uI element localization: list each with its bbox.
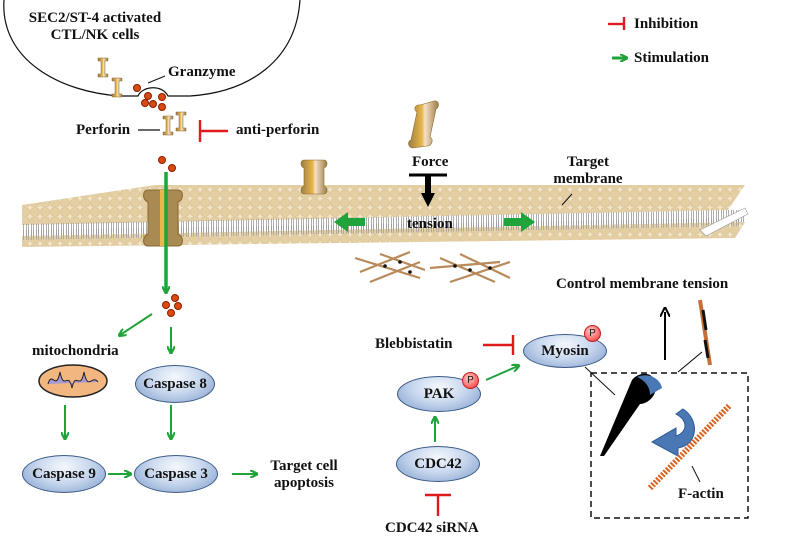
mitochondria-label: mitochondria bbox=[32, 343, 119, 359]
legend-inhibition-symbol bbox=[608, 17, 626, 30]
perforin-pore-small bbox=[300, 159, 328, 195]
anti-perforin-label: anti-perforin bbox=[236, 122, 320, 138]
cdc42-sirna-label: CDC42 siRNA bbox=[385, 520, 479, 536]
perforin-molecules bbox=[97, 57, 187, 136]
legend-inhibition-label: Inhibition bbox=[634, 16, 699, 32]
cdc42-node: CDC42 bbox=[396, 446, 480, 482]
power-stroke-arrow bbox=[650, 408, 695, 457]
granzyme-granules bbox=[133, 84, 166, 111]
apoptosis-outcome: Target cell apoptosis bbox=[262, 458, 346, 492]
mitochondria-icon bbox=[38, 364, 108, 398]
myosin-actin-inset bbox=[590, 372, 749, 519]
tension-arrow-right bbox=[504, 212, 535, 232]
granzyme-label: Granzyme bbox=[168, 64, 236, 80]
myosin-head-icon bbox=[600, 373, 656, 456]
actin-filament-small bbox=[698, 299, 712, 366]
myosin-phospho-badge: P bbox=[584, 325, 601, 342]
arrow-to-mitochondria bbox=[120, 313, 153, 335]
target-membrane-label-line1: Target bbox=[567, 154, 609, 170]
tension-label: tension bbox=[407, 216, 453, 232]
effector-cell-title-line1: SEC2/ST-4 activated bbox=[28, 10, 162, 26]
actin-meshwork bbox=[354, 250, 511, 284]
apoptosis-outcome-line2: apoptosis bbox=[273, 475, 335, 491]
effector-cell-title: SEC2/ST-4 activated CTL/NK cells bbox=[10, 10, 180, 44]
caspase8-node: Caspase 8 bbox=[135, 365, 215, 403]
caspase3-node: Caspase 3 bbox=[134, 455, 218, 493]
f-actin-filament bbox=[647, 402, 733, 491]
pak-node: PAK bbox=[397, 376, 481, 412]
anti-perforin-inhibition bbox=[198, 120, 228, 142]
apoptosis-outcome-line1: Target cell bbox=[270, 458, 338, 474]
force-label: Force bbox=[412, 154, 449, 170]
effector-cell-membrane bbox=[3, 0, 301, 97]
f-actin-label: F-actin bbox=[678, 486, 724, 502]
target-membrane-label: Target membrane bbox=[548, 154, 628, 188]
blebbistatin-label: Blebbistatin bbox=[375, 336, 453, 352]
perforin-label: Perforin bbox=[76, 122, 131, 138]
force-arrow bbox=[409, 173, 447, 207]
arrow-pak-to-myosin bbox=[485, 366, 518, 381]
effector-cell-title-line2: CTL/NK cells bbox=[50, 27, 140, 43]
perforin-free bbox=[408, 100, 439, 149]
legend-stimulation-label: Stimulation bbox=[634, 50, 710, 66]
target-membrane bbox=[22, 185, 749, 247]
tension-arrow-left bbox=[334, 212, 365, 232]
target-membrane-label-line2: membrane bbox=[553, 171, 623, 187]
pak-phospho-badge: P bbox=[462, 372, 479, 389]
control-tension-label: Control membrane tension bbox=[556, 276, 729, 292]
caspase9-node: Caspase 9 bbox=[22, 455, 106, 493]
